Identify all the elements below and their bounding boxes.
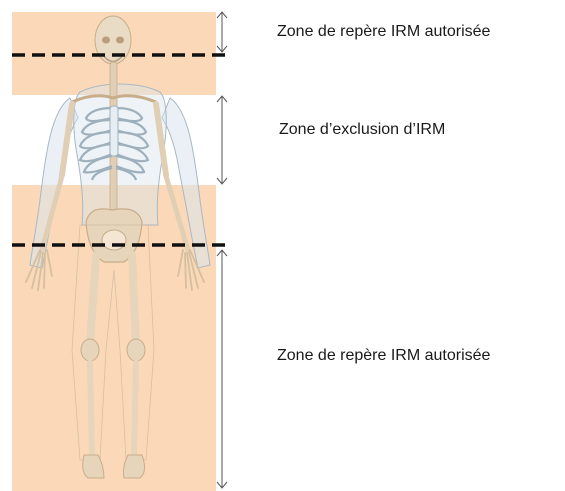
right-foot — [124, 455, 145, 478]
left-tibia — [90, 362, 92, 455]
allowed-zone-bottom-label: Zone de repère IRM autorisée — [277, 347, 490, 365]
right-tibia — [134, 362, 136, 455]
allowed-zone-top-label: Zone de repère IRM autorisée — [277, 23, 490, 41]
left-eye-socket — [102, 37, 110, 44]
right-eye-socket — [116, 37, 124, 44]
arrow-bottom-zone — [217, 250, 227, 488]
right-knee — [127, 339, 145, 361]
arrow-exclusion-zone — [217, 96, 227, 184]
right-femur — [132, 255, 136, 345]
sternum — [110, 106, 118, 156]
arrow-top-zone — [217, 12, 227, 52]
exclusion-zone-label: Zone d’exclusion d’IRM — [279, 121, 445, 139]
pelvis-opening — [102, 230, 126, 250]
left-knee — [81, 339, 99, 361]
skull — [95, 16, 131, 64]
